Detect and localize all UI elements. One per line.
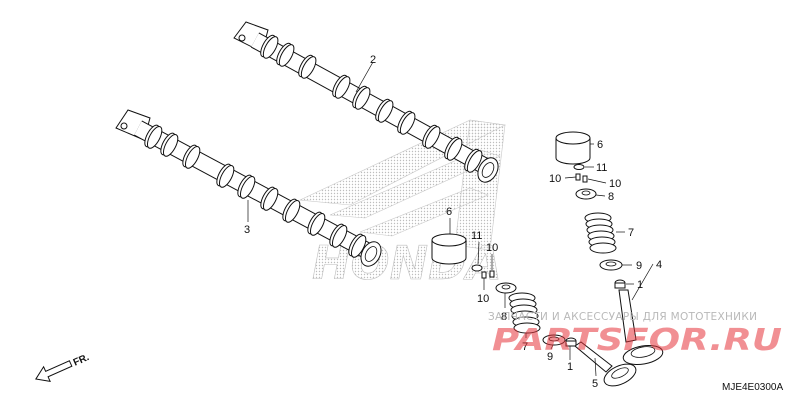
label-cotter-left-a: 10 (486, 242, 498, 254)
cotter-left-b (489, 270, 495, 278)
camshaft-lower (115, 109, 382, 267)
part-numbers: 2 3 6 11 10 10 8 7 9 1 4 6 11 10 10 8 7 … (244, 54, 662, 390)
front-direction-arrow: FR. (35, 352, 91, 383)
valve-right (618, 289, 664, 366)
valve-spring-right (584, 212, 617, 254)
spring-retainer-left (495, 282, 517, 294)
cotter-right-a (575, 173, 581, 181)
valve-lifter-right (555, 131, 591, 165)
label-spring-seat-right: 9 (636, 260, 642, 272)
stem-seal-right (614, 279, 626, 289)
watermark: ЗАПЧАСТИ И АКСЕССУАРЫ ДЛЯ МОТОТЕХНИКИ PA… (488, 311, 782, 358)
watermark-brand: PARTSFOR.RU (492, 323, 782, 358)
label-camshaft-upper: 2 (370, 54, 376, 66)
label-retainer-left: 8 (501, 311, 507, 323)
label-cotter-left-b: 10 (477, 293, 489, 305)
diagram-code: MJE4E0300A (722, 382, 783, 393)
label-valve-left: 5 (592, 378, 598, 390)
spring-seat-right (599, 259, 623, 271)
camshaft-upper (233, 21, 499, 183)
label-seal-right: 1 (637, 279, 643, 291)
label-cotter-right-a: 10 (549, 173, 561, 185)
label-shim-right: 11 (596, 162, 607, 174)
valve-spring-left (508, 292, 541, 334)
leader-lines (247, 61, 654, 377)
valve-lifter-left (431, 233, 467, 265)
label-camshaft-lower: 3 (244, 224, 250, 236)
label-spring-right: 7 (628, 227, 634, 239)
watermark-tagline: ЗАПЧАСТИ И АКСЕССУАРЫ ДЛЯ МОТОТЕХНИКИ (488, 311, 757, 323)
label-valve-right: 4 (656, 259, 662, 271)
label-seal-left: 1 (567, 361, 573, 373)
honda-wing-logo: HONDA (298, 119, 506, 290)
shim-left (471, 264, 483, 272)
label-lifter-left: 6 (446, 206, 452, 218)
valve-train-right (555, 131, 664, 366)
front-direction-label: FR. (72, 352, 91, 369)
label-cotter-right-b: 10 (609, 178, 621, 190)
label-spring-seat-left: 9 (547, 351, 553, 363)
stem-seal-left (565, 337, 577, 347)
label-spring-left: 7 (522, 341, 528, 353)
cotter-left-a (481, 271, 487, 279)
label-shim-left: 11 (471, 230, 482, 242)
spring-seat-left (542, 334, 566, 346)
label-lifter-right: 6 (597, 139, 603, 151)
valve-left (574, 341, 637, 387)
valve-train-left (431, 233, 637, 387)
label-retainer-right: 8 (608, 191, 614, 203)
spring-retainer-right (575, 188, 597, 200)
cotter-right-b (582, 175, 588, 183)
shim-right (573, 164, 585, 170)
